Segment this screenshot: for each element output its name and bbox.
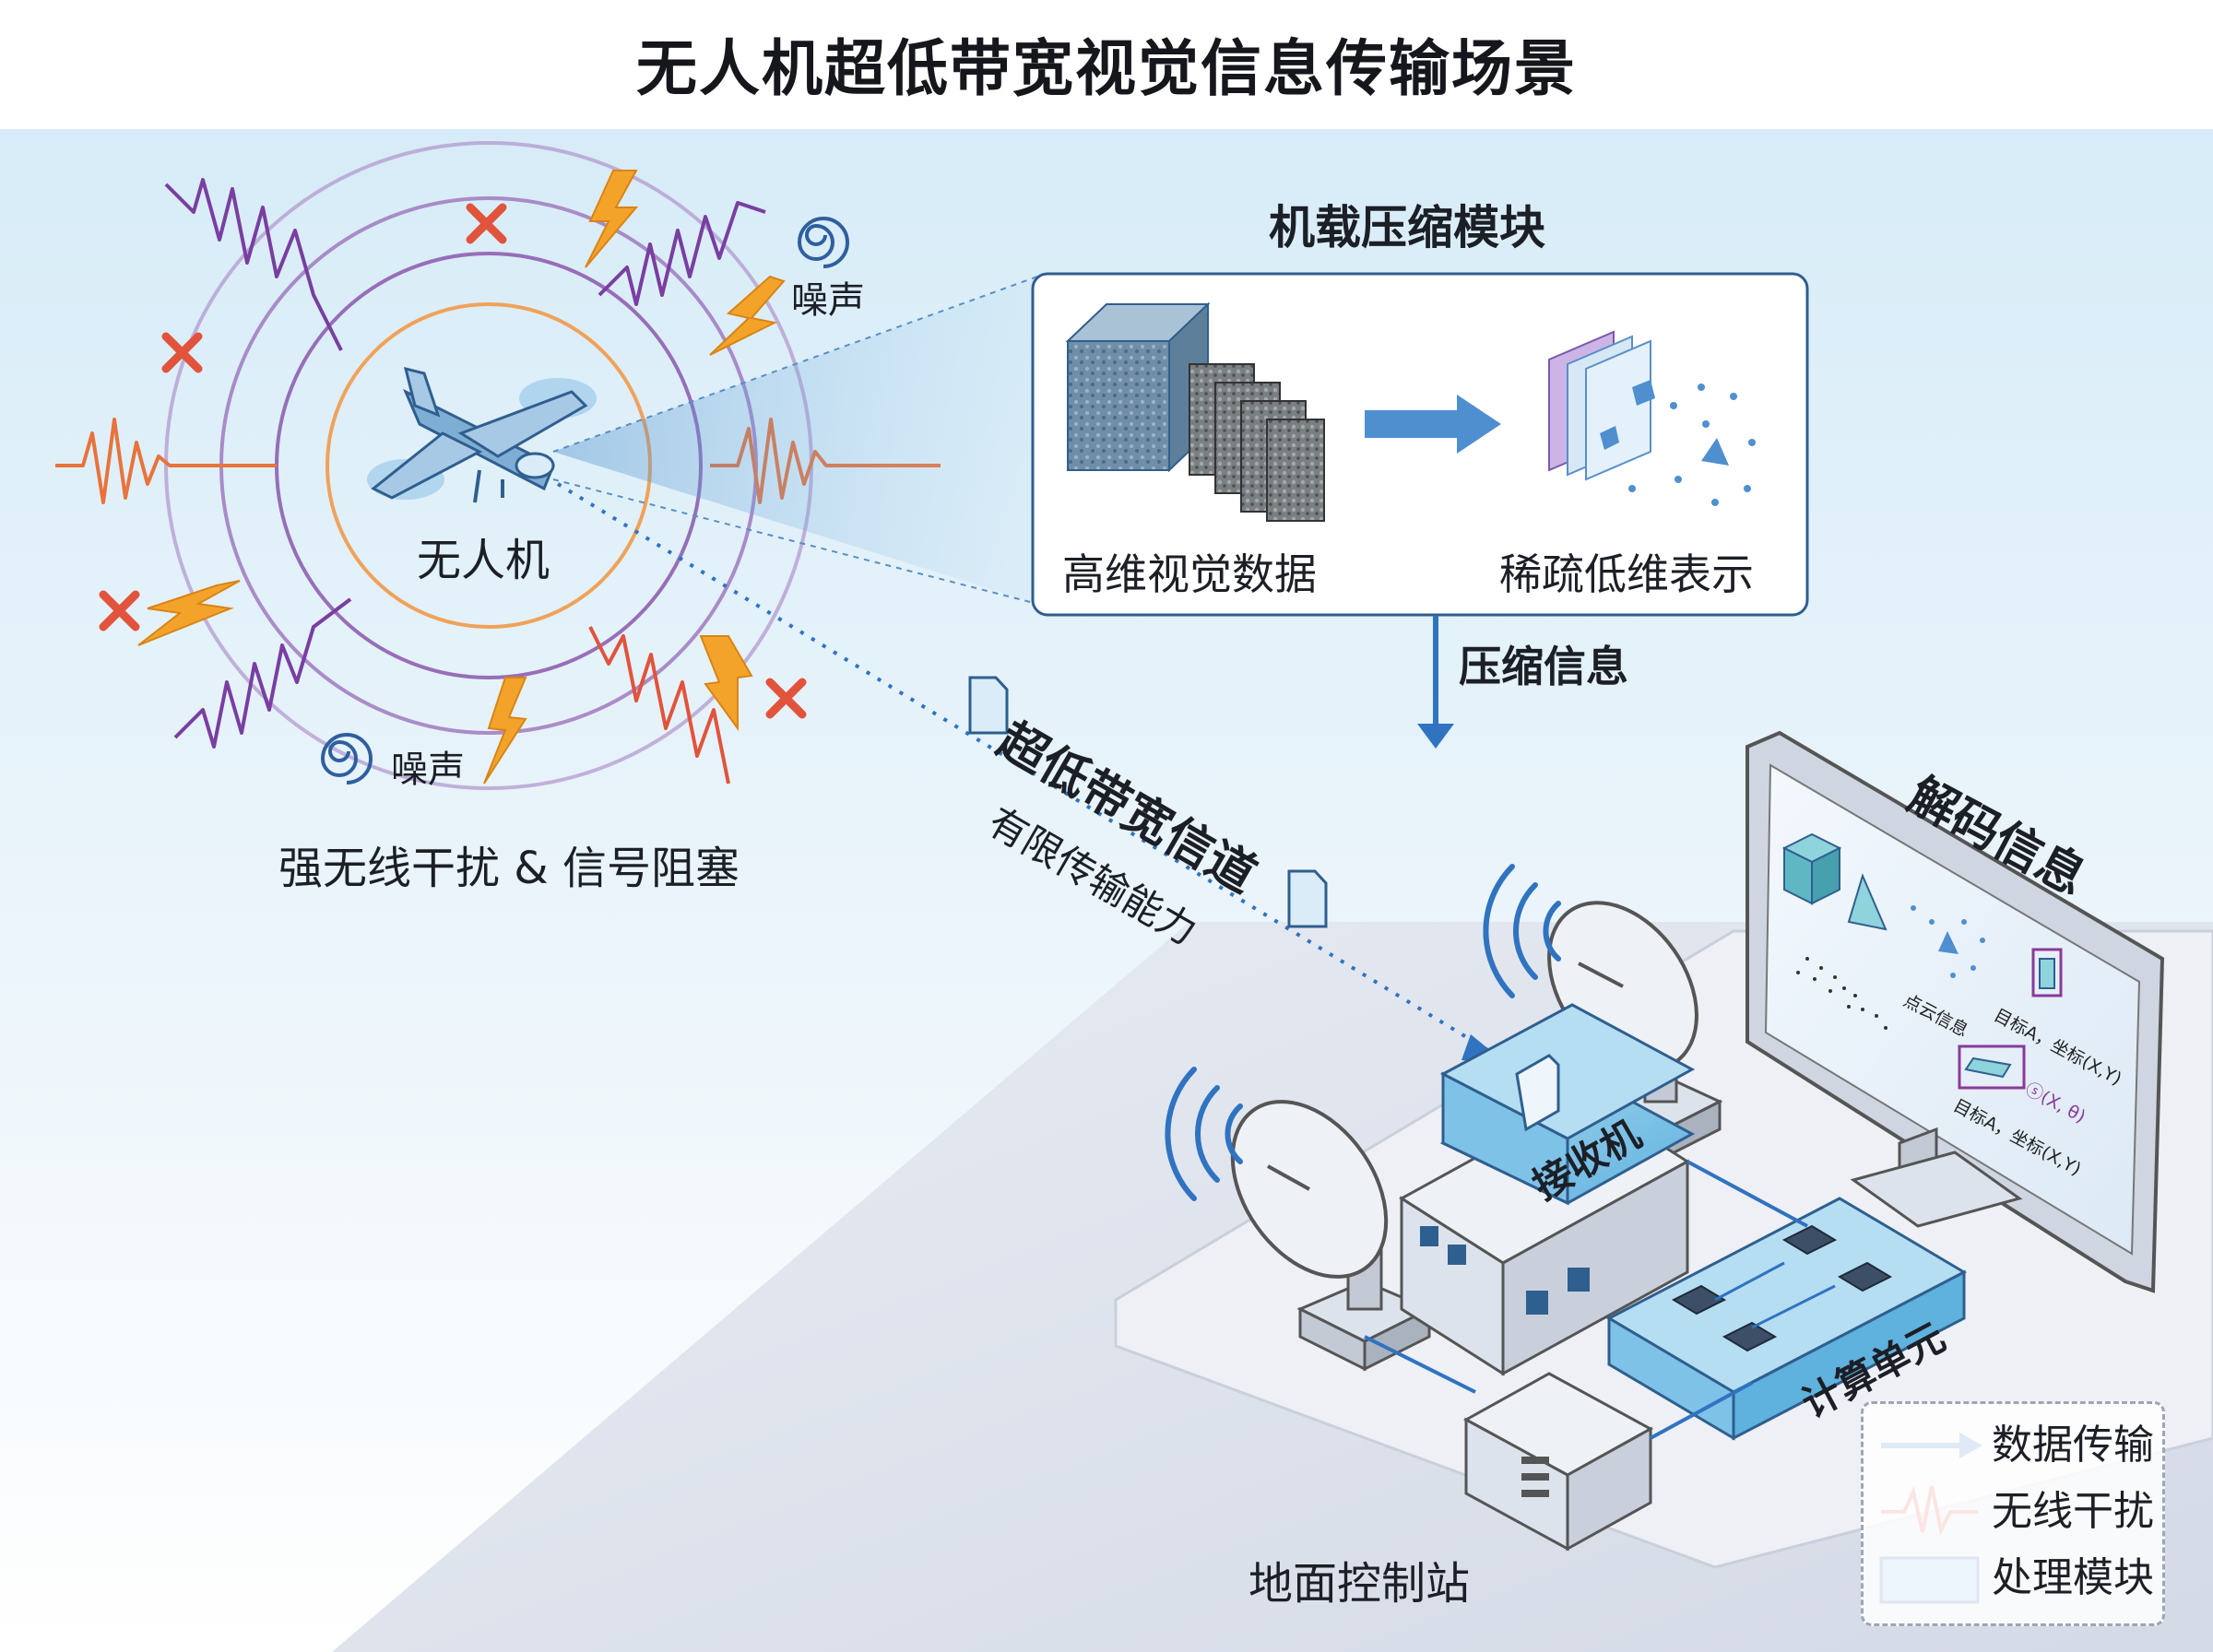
legend-item-data-transfer: 数据传输 xyxy=(1992,1425,2154,1466)
page-title: 无人机超低带宽视觉信息传输场景 xyxy=(0,39,2213,100)
compressed-info-label: 压缩信息 xyxy=(1459,645,1628,688)
drone-label: 无人机 xyxy=(417,538,550,583)
legend-item-interference: 无线干扰 xyxy=(1992,1492,2154,1532)
onboard-module-title: 机载压缩模块 xyxy=(1269,205,1545,251)
high-dim-data-label: 高维视觉数据 xyxy=(1062,553,1317,596)
interference-caption: 强无线干扰 & 信号阻塞 xyxy=(278,846,740,891)
noise-label: 噪声 xyxy=(791,282,865,319)
legend-item-processing: 处理模块 xyxy=(1992,1558,2154,1599)
sparse-representation-label: 稀疏低维表示 xyxy=(1499,553,1754,596)
noise-label: 噪声 xyxy=(391,751,465,788)
ground-station-label: 地面控制站 xyxy=(1249,1562,1470,1606)
